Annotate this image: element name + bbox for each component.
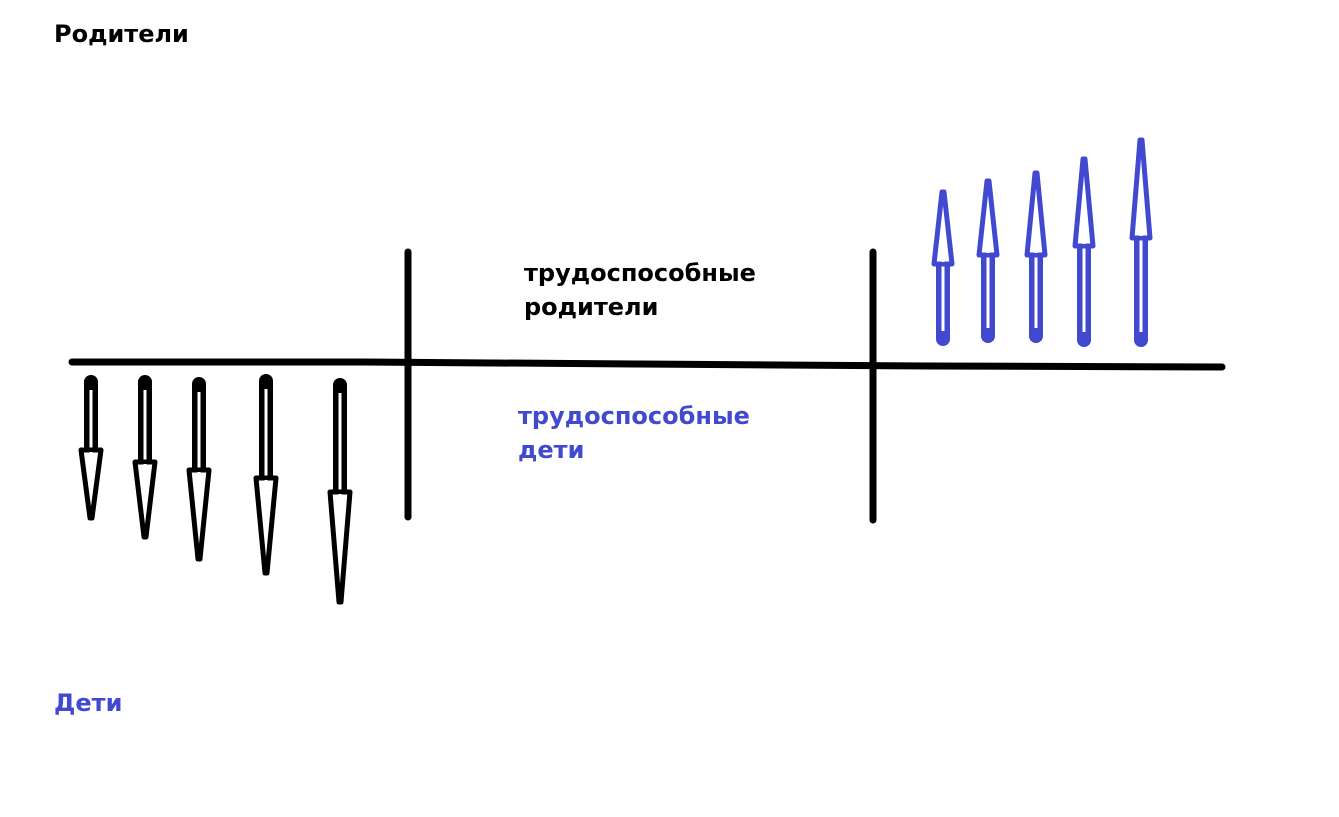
- timeline-axis: [68, 358, 1226, 371]
- down-arrow-icon: [78, 375, 104, 521]
- up-arrows-group: [931, 137, 1153, 347]
- down-arrow-icon: [253, 374, 279, 576]
- working-parents-label: трудоспособные родители: [524, 256, 756, 324]
- down-arrow-icon: [327, 378, 353, 605]
- down-arrows-group: [78, 374, 353, 605]
- working-children-line2: дети: [518, 436, 585, 464]
- working-children-line1: трудоспособные: [518, 402, 750, 430]
- working-parents-line1: трудоспособные: [524, 259, 756, 287]
- parents-label: Родители: [54, 20, 189, 48]
- down-arrow-icon: [186, 377, 212, 562]
- up-arrow-icon: [1129, 137, 1153, 347]
- working-children-label: трудоспособные дети: [518, 399, 750, 467]
- up-arrow-icon: [1024, 170, 1048, 343]
- up-arrow-icon: [931, 189, 955, 346]
- down-arrow-icon: [132, 375, 158, 540]
- working-parents-line2: родители: [524, 293, 659, 321]
- up-arrow-icon: [976, 178, 1000, 343]
- children-label: Дети: [54, 689, 123, 717]
- up-arrow-icon: [1072, 156, 1096, 347]
